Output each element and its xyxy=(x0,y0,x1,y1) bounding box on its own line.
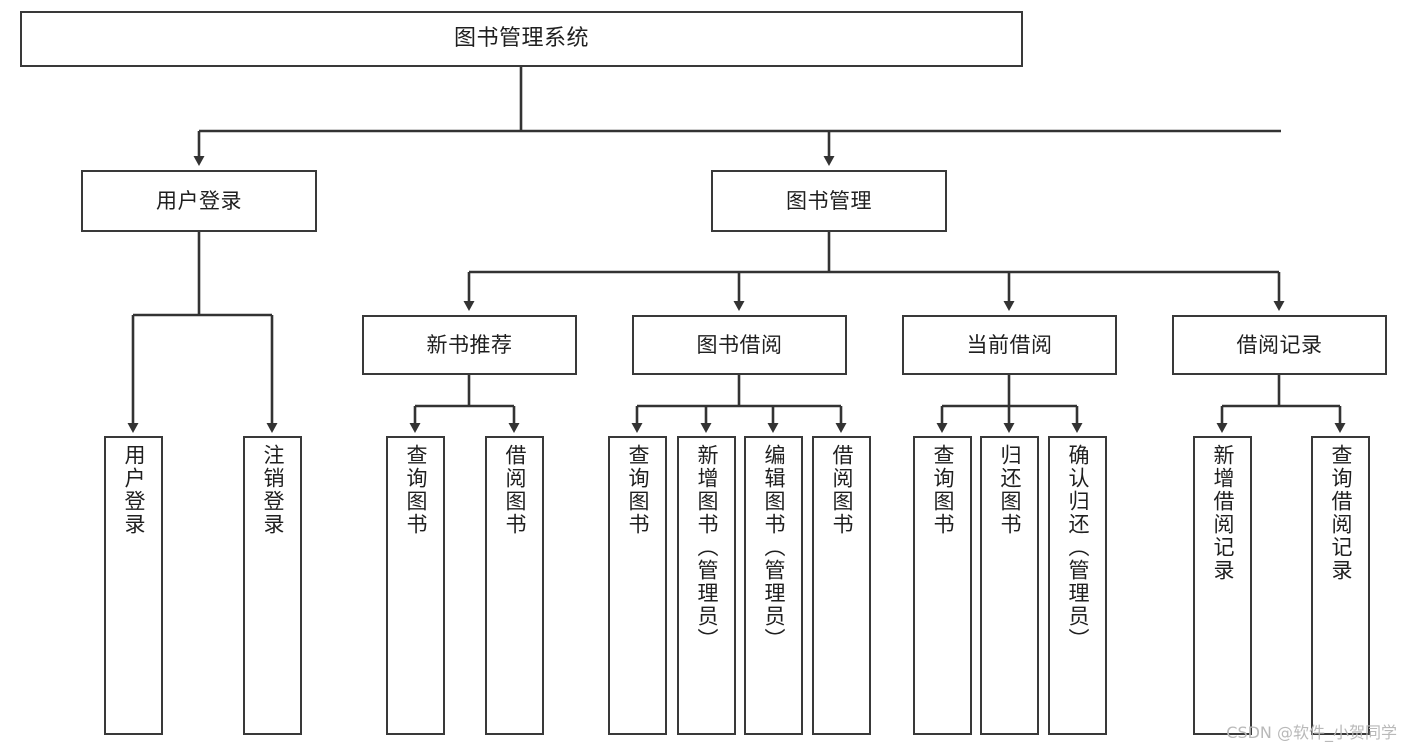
watermark: CSDN @软件_小贺同学 xyxy=(1226,723,1397,742)
node-user-login-label: 用户登录 xyxy=(156,188,242,213)
leaf-user-logout-label: 注销登录 xyxy=(261,444,285,536)
leaf-user-login[interactable]: 用户登录 xyxy=(104,436,163,735)
leaf-query-record[interactable]: 查询借阅记录 xyxy=(1311,436,1370,735)
leaf-return-book[interactable]: 归还图书 xyxy=(980,436,1039,735)
node-book-manage-label: 图书管理 xyxy=(786,188,872,213)
leaf-confirm-return-label: 确认归还（管理员） xyxy=(1066,444,1090,651)
leaf-query-book-3[interactable]: 查询图书 xyxy=(913,436,972,735)
leaf-add-record-label: 新增借阅记录 xyxy=(1211,444,1235,582)
node-current-borrow[interactable]: 当前借阅 xyxy=(902,315,1117,375)
leaf-borrow-book-1[interactable]: 借阅图书 xyxy=(485,436,544,735)
leaf-borrow-book-1-label: 借阅图书 xyxy=(503,444,527,536)
leaf-borrow-book-2-label: 借阅图书 xyxy=(830,444,854,536)
node-current-borrow-label: 当前借阅 xyxy=(966,332,1053,357)
leaf-add-record[interactable]: 新增借阅记录 xyxy=(1193,436,1252,735)
leaf-edit-book-label: 编辑图书（管理员） xyxy=(762,444,786,651)
leaf-query-book-2[interactable]: 查询图书 xyxy=(608,436,667,735)
node-borrow-record-label: 借阅记录 xyxy=(1236,332,1323,357)
node-book-manage[interactable]: 图书管理 xyxy=(711,170,947,232)
node-borrow-record[interactable]: 借阅记录 xyxy=(1172,315,1387,375)
leaf-return-book-label: 归还图书 xyxy=(998,444,1022,536)
leaf-query-book-3-label: 查询图书 xyxy=(931,444,955,536)
node-new-book-recommend[interactable]: 新书推荐 xyxy=(362,315,577,375)
leaf-add-book[interactable]: 新增图书（管理员） xyxy=(677,436,736,735)
node-book-borrow-label: 图书借阅 xyxy=(696,332,783,357)
node-root[interactable]: 图书管理系统 xyxy=(20,11,1023,67)
leaf-borrow-book-2[interactable]: 借阅图书 xyxy=(812,436,871,735)
node-book-borrow[interactable]: 图书借阅 xyxy=(632,315,847,375)
node-user-login[interactable]: 用户登录 xyxy=(81,170,317,232)
node-new-book-recommend-label: 新书推荐 xyxy=(426,332,513,357)
leaf-query-book-1[interactable]: 查询图书 xyxy=(386,436,445,735)
leaf-user-login-label: 用户登录 xyxy=(122,444,146,536)
node-root-label: 图书管理系统 xyxy=(453,26,589,52)
leaf-edit-book[interactable]: 编辑图书（管理员） xyxy=(744,436,803,735)
leaf-query-record-label: 查询借阅记录 xyxy=(1329,444,1353,582)
leaf-add-book-label: 新增图书（管理员） xyxy=(695,444,719,651)
leaf-confirm-return[interactable]: 确认归还（管理员） xyxy=(1048,436,1107,735)
leaf-query-book-2-label: 查询图书 xyxy=(626,444,650,536)
leaf-query-book-1-label: 查询图书 xyxy=(404,444,428,536)
leaf-user-logout[interactable]: 注销登录 xyxy=(243,436,302,735)
